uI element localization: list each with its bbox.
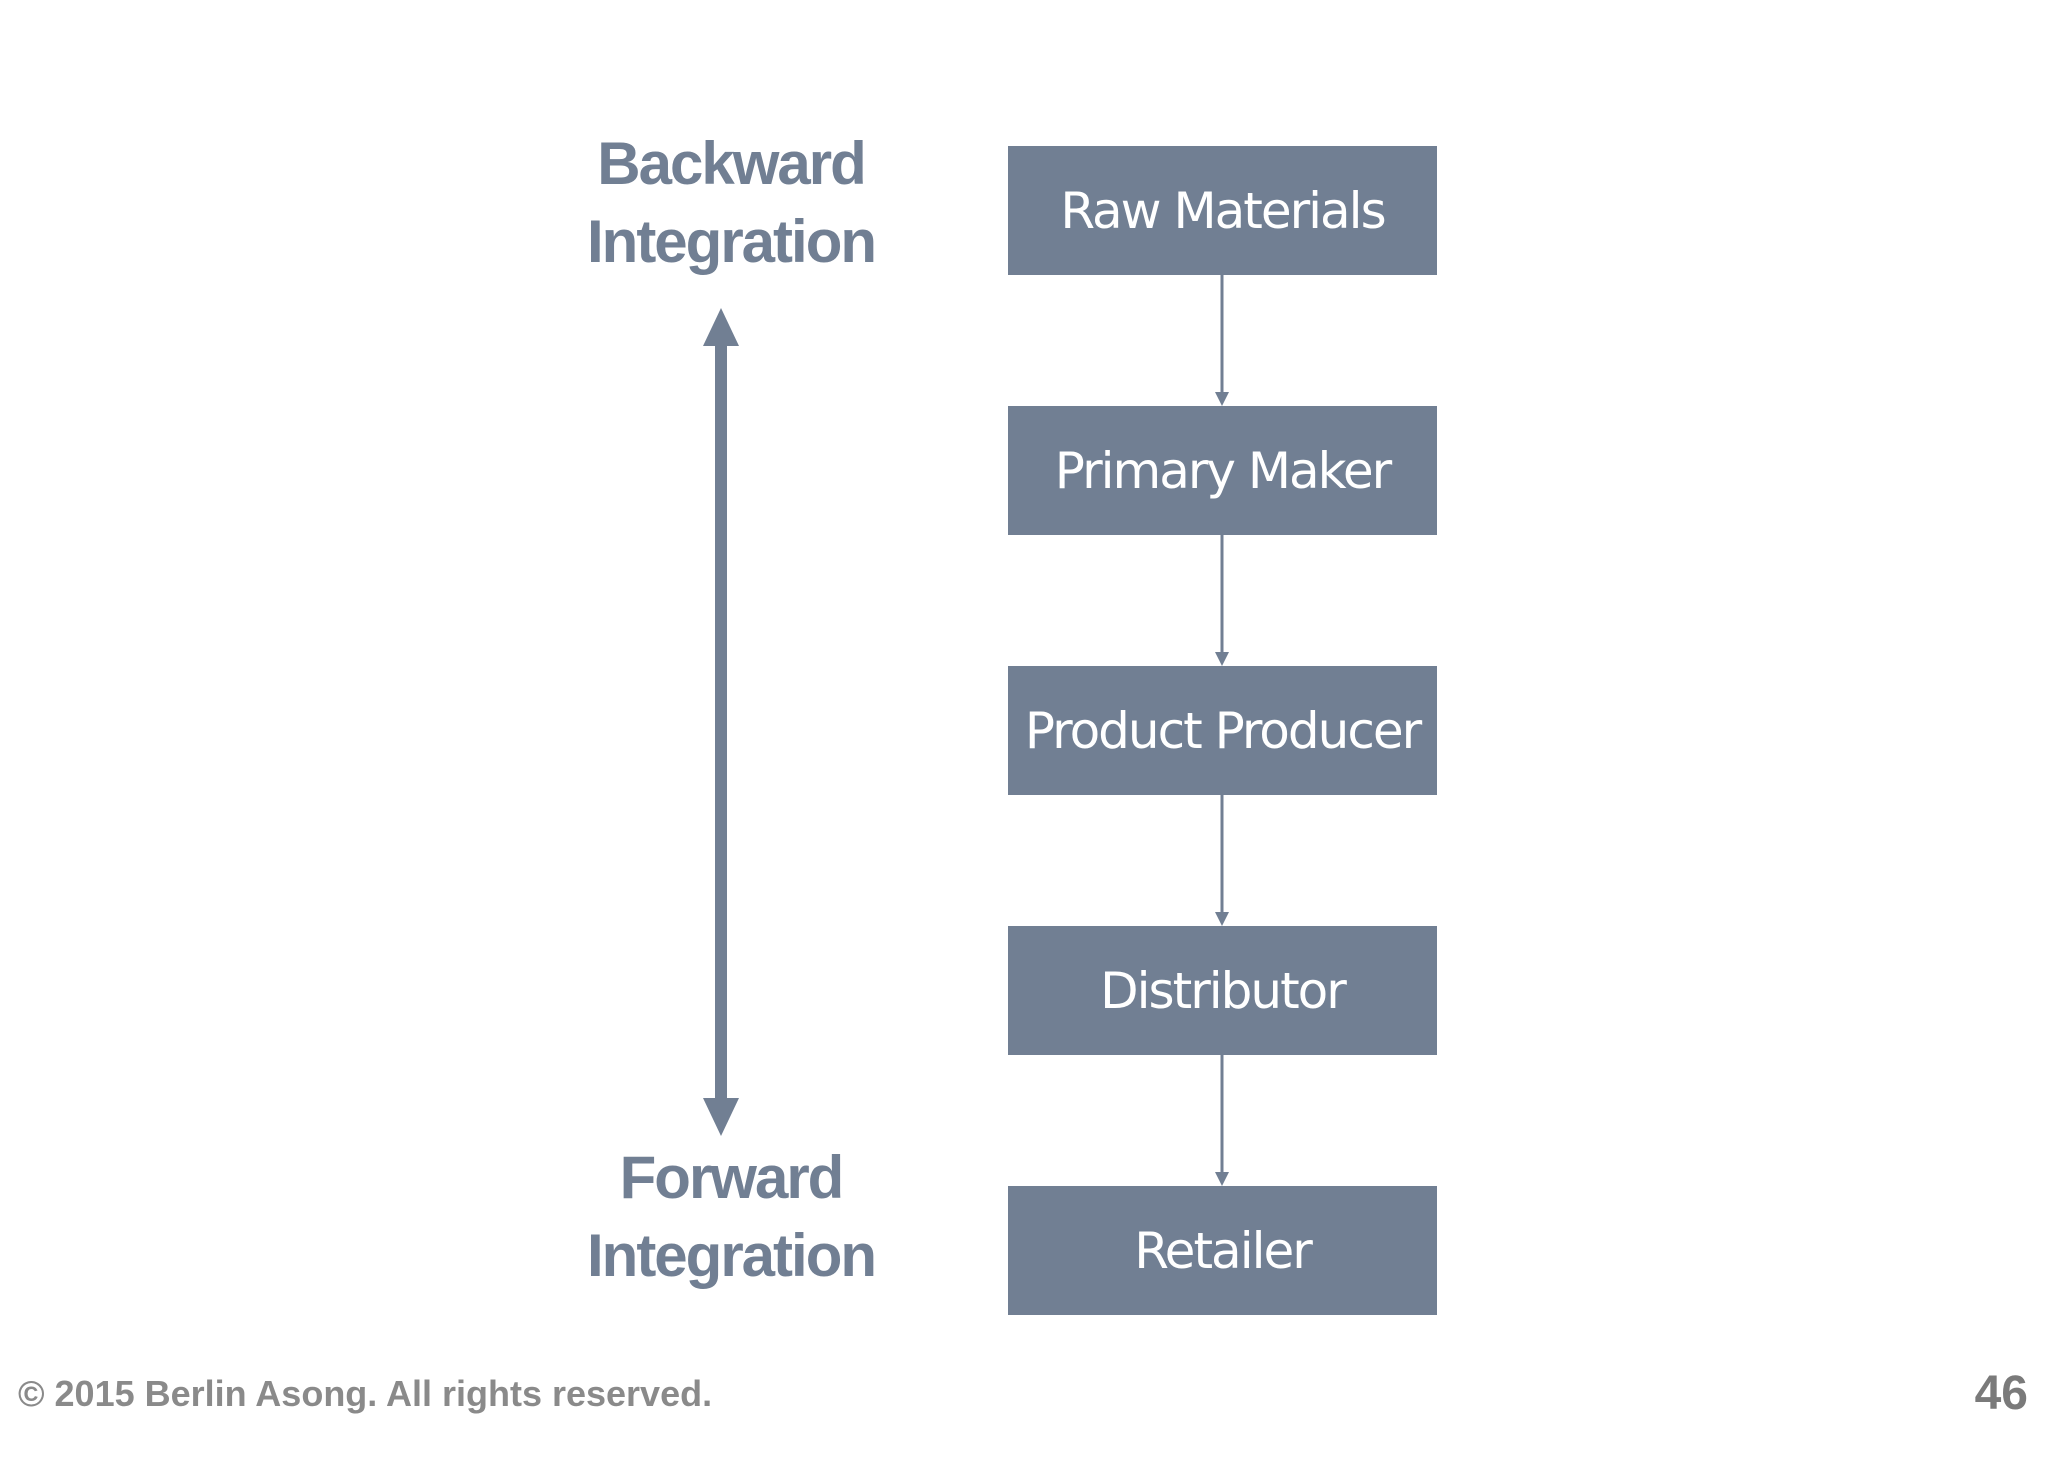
integration-double-arrow (703, 308, 739, 1136)
stage-retailer: Retailer (1008, 1186, 1437, 1315)
down-arrowhead-icon (703, 1098, 739, 1136)
copyright-text: © 2015 Berlin Asong. All rights reserved… (18, 1373, 713, 1414)
backward-integration-label: Backward Integration (531, 125, 931, 281)
arrowhead-icon (1215, 392, 1229, 406)
backward-label-line-2: Integration (587, 208, 877, 275)
page-number: 46 (1974, 1367, 2028, 1420)
flow-arrow-2 (1215, 795, 1229, 926)
stage-distributor: Distributor (1008, 926, 1437, 1055)
integration-arrow-shaft (715, 340, 727, 1110)
flow-arrow-3 (1215, 1055, 1229, 1186)
arrowhead-icon (1215, 652, 1229, 666)
arrowhead-icon (1215, 1172, 1229, 1186)
forward-label-line-2: Integration (587, 1222, 877, 1289)
flow-arrow-1 (1215, 535, 1229, 666)
stage-raw-materials: Raw Materials (1008, 146, 1437, 275)
backward-label-line-1: Backward (597, 130, 866, 197)
arrowhead-icon (1215, 912, 1229, 926)
up-arrowhead-icon (703, 308, 739, 346)
forward-label-line-1: Forward (619, 1144, 845, 1211)
stage-primary-maker: Primary Maker (1008, 406, 1437, 535)
forward-integration-label: Forward Integration (531, 1139, 931, 1295)
stage-product-producer: Product Producer (1008, 666, 1437, 795)
flow-arrow-0 (1215, 275, 1229, 406)
